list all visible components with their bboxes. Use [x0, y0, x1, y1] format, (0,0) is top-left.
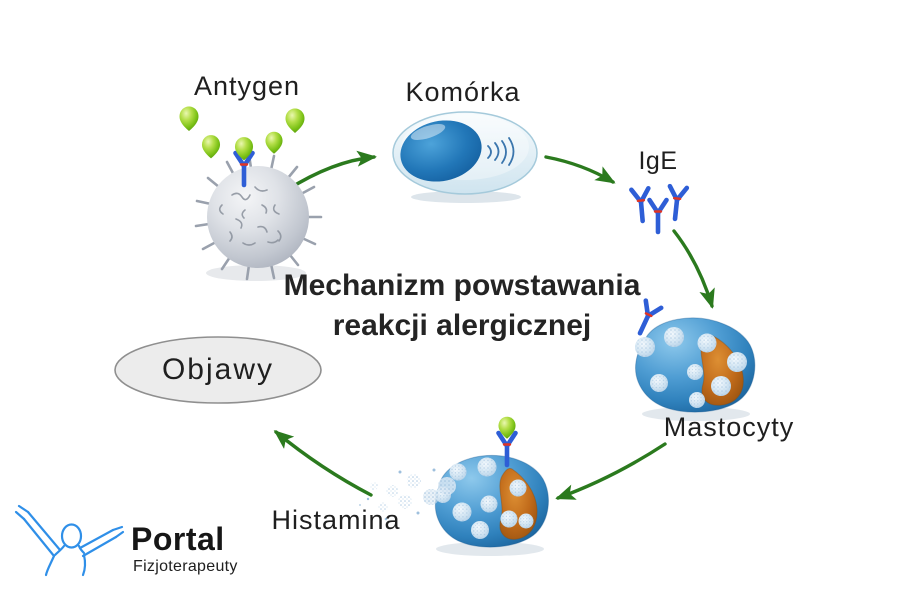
logo-name: Portal [131, 521, 225, 557]
arrow-mastocyty-to-histamina-icon [555, 442, 667, 500]
diagram-title: Mechanizm powstawania reakcji alergiczne… [284, 266, 641, 346]
arrow-histamina-to-objawy-icon [273, 430, 373, 497]
mast-cell-icon [632, 301, 756, 421]
logo-person-icon [14, 504, 125, 577]
histamine-cell-icon [434, 416, 549, 556]
arrow-ige-to-mastocyty-icon [672, 229, 715, 309]
komorka-label: Komórka [405, 77, 521, 107]
arrow-komorka-to-ige-icon [544, 155, 616, 184]
diagram-title-line2: reakcji alergicznej [332, 309, 592, 342]
ige-antibodies-icon [631, 186, 686, 232]
signal-waves-icon [487, 137, 515, 166]
objawy-label: Objawy [161, 353, 275, 386]
cycle-arrows [273, 150, 715, 500]
logo-subtitle: Fizjoterapeuty [133, 558, 238, 575]
arrow-antygen-to-komorka-icon [285, 150, 377, 192]
histamine-particles-icon [359, 468, 456, 521]
objawy-ellipse [114, 336, 322, 404]
mastocyty-label: Mastocyty [663, 412, 795, 442]
komorka-cell-icon [392, 111, 538, 203]
antygen-label: Antygen [193, 71, 301, 101]
antigen-spiky-cell-icon [194, 153, 323, 281]
ige-label: IgE [638, 147, 678, 175]
histamina-label: Histamina [271, 505, 401, 535]
diagram-title-line1: Mechanizm powstawania [283, 269, 641, 302]
